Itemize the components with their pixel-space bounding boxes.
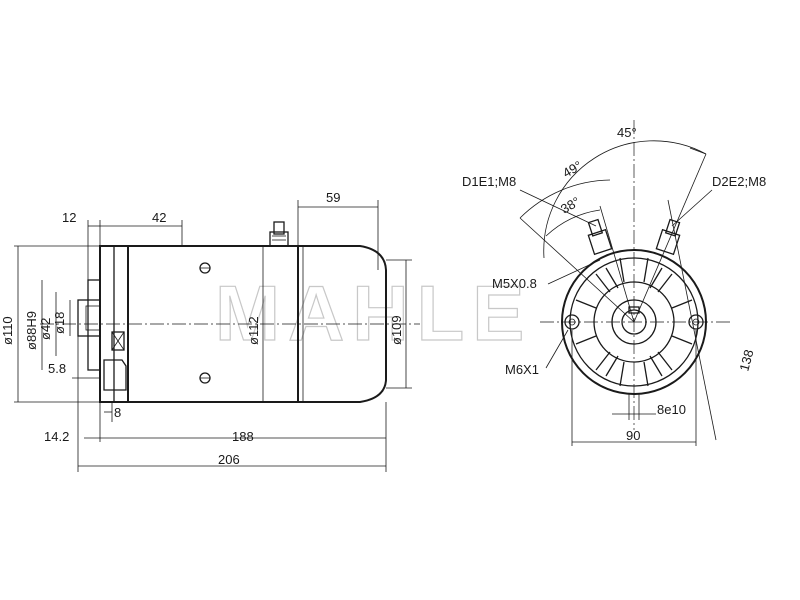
angle-38: 38° bbox=[558, 194, 583, 217]
shaft-bore bbox=[621, 309, 647, 335]
dim-188: 188 bbox=[232, 429, 254, 444]
side-view: 12 42 59 ø110 ø88H9 ø42 ø18 5.8 ø112 ø10… bbox=[0, 190, 420, 472]
label-d1e1: D1E1;M8 bbox=[462, 174, 516, 189]
angle-49: 49° bbox=[560, 158, 585, 181]
dim-key: 8e10 bbox=[657, 402, 686, 417]
dim-dia18: ø18 bbox=[52, 312, 67, 334]
terminal-nut bbox=[269, 231, 289, 247]
end-cap-outer bbox=[561, 249, 707, 395]
arc-49 bbox=[519, 179, 611, 219]
watermark-logo: MAHLE bbox=[215, 269, 532, 357]
dim-dia109: ø109 bbox=[389, 315, 404, 345]
dim-59: 59 bbox=[326, 190, 340, 205]
end-cap-ring bbox=[569, 257, 699, 387]
dim-90: 90 bbox=[626, 428, 640, 443]
dim-dia110: ø110 bbox=[0, 316, 15, 345]
bearing-hub bbox=[593, 281, 675, 363]
dim-dia112: ø112 bbox=[246, 316, 261, 345]
pilot-shoulder bbox=[87, 279, 101, 371]
shaft bbox=[77, 299, 101, 337]
end-cap-ribs bbox=[575, 257, 693, 387]
dim-42: 42 bbox=[152, 210, 166, 225]
dim-12: 12 bbox=[62, 210, 76, 225]
mount-screw-left bbox=[564, 314, 580, 330]
key bbox=[111, 331, 125, 351]
angle-45: 45° bbox=[617, 125, 637, 140]
label-m5: M5X0.8 bbox=[492, 276, 537, 291]
dim-14-2: 14.2 bbox=[44, 429, 69, 444]
mount-tab bbox=[103, 359, 127, 391]
dim-138: 138 bbox=[736, 348, 756, 373]
terminal-d2 bbox=[655, 218, 681, 256]
label-d2e2: D2E2;M8 bbox=[712, 174, 766, 189]
terminal-d1 bbox=[587, 218, 613, 256]
end-view: 45° 49° 38° D1E1;M8 D2E2;M8 M5X0.8 M6X1 … bbox=[462, 120, 766, 446]
mount-screw-right bbox=[688, 314, 704, 330]
end-cap bbox=[298, 245, 387, 403]
dim-dia42: ø42 bbox=[38, 318, 53, 340]
arc-38 bbox=[545, 209, 601, 237]
dim-5-8: 5.8 bbox=[48, 361, 66, 376]
dim-fit88: ø88H9 bbox=[24, 311, 39, 350]
arc-45 bbox=[543, 140, 707, 259]
dim-8: 8 bbox=[114, 405, 121, 420]
dim-206: 206 bbox=[218, 452, 240, 467]
label-m6: M6X1 bbox=[505, 362, 539, 377]
